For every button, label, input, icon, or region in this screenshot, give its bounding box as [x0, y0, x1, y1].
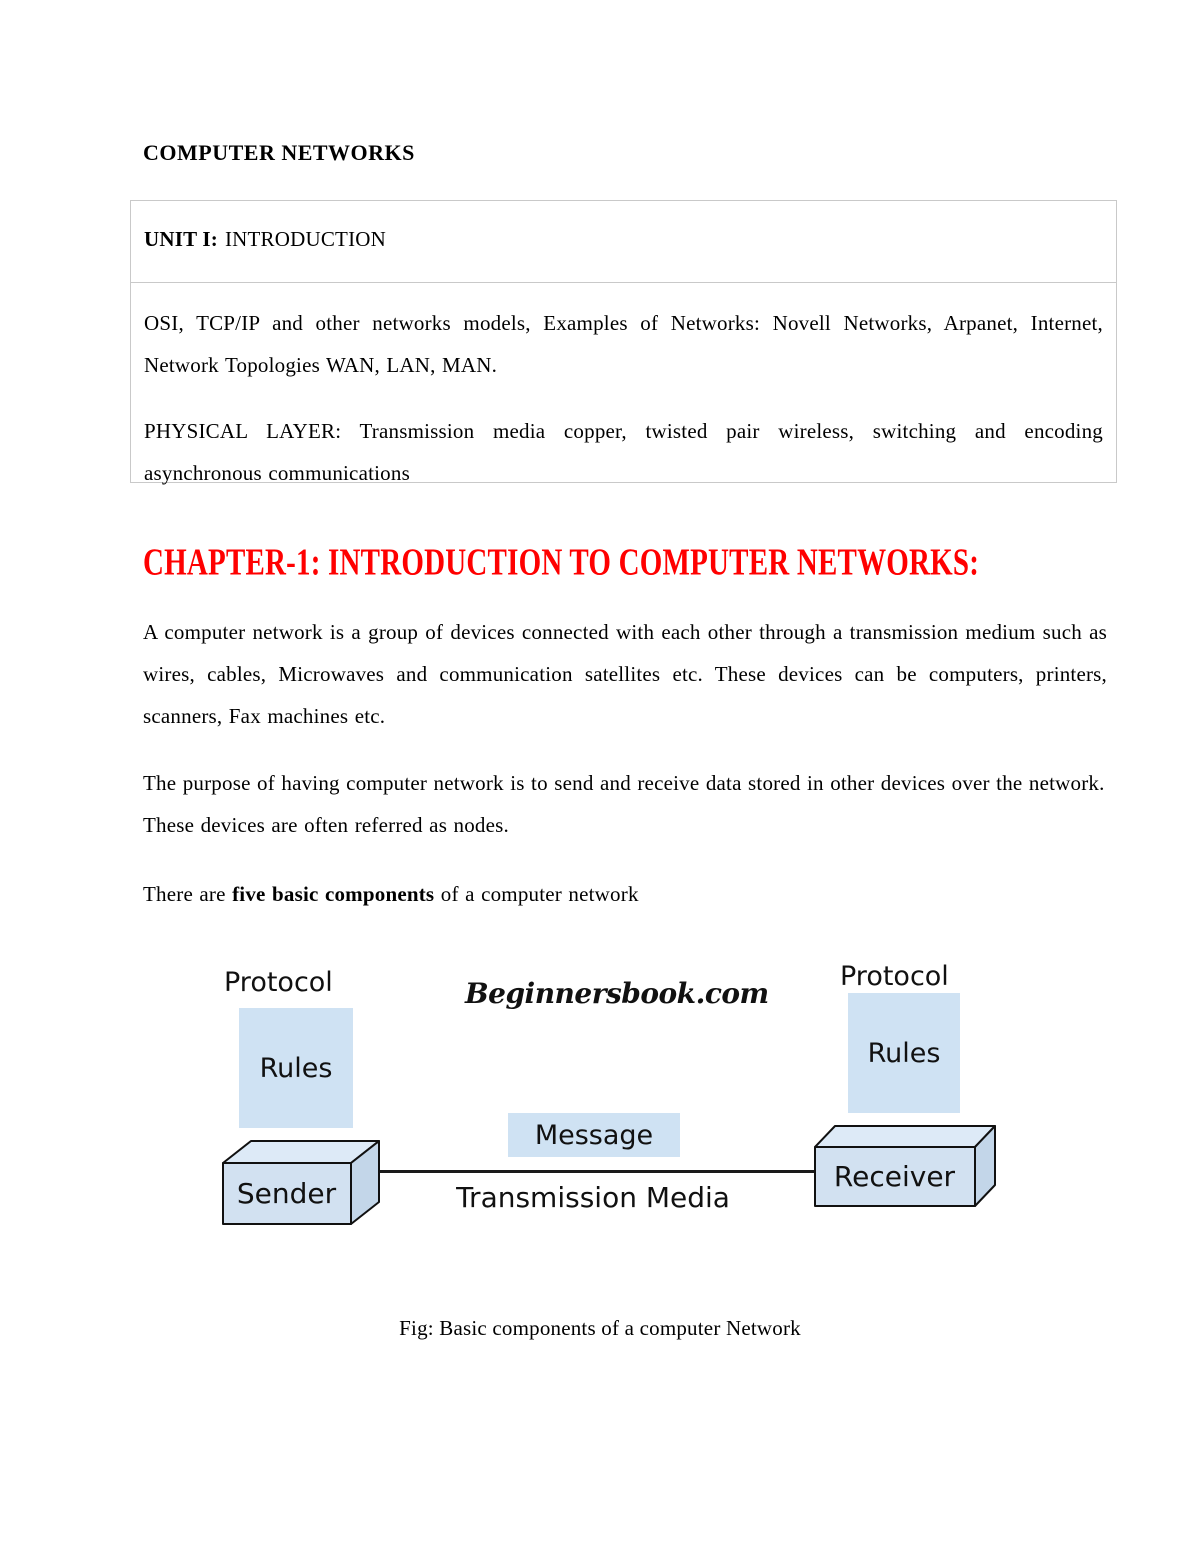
message-box: Message	[508, 1113, 680, 1157]
unit-topics-paragraph: OSI, TCP/IP and other networks models, E…	[144, 311, 1103, 377]
rules-label-left: Rules	[259, 1052, 333, 1084]
intro-paragraph: A computer network is a group of devices…	[143, 620, 1107, 728]
rules-box-left: Rules	[239, 1008, 353, 1128]
sender-label: Sender	[236, 1176, 337, 1210]
receiver-cuboid-graphic	[814, 1125, 996, 1207]
unit-label: UNIT I:	[144, 227, 218, 251]
beginnersbook-watermark: Beginnersbook.com	[465, 977, 769, 1010]
sender-cuboid-graphic	[222, 1140, 380, 1225]
unit-title: INTRODUCTION	[224, 227, 387, 251]
network-diagram: Protocol Rules Beginnersbook.com Protoco…	[180, 955, 1040, 1285]
unit-table: UNIT I:INTRODUCTION OSI, TCP/IP and othe…	[130, 200, 1117, 485]
receiver-label: Receiver	[833, 1159, 956, 1193]
protocol-label-right: Protocol	[840, 961, 949, 992]
components-line-suffix: of a computer network	[434, 882, 639, 906]
figure-caption: Fig: Basic components of a computer Netw…	[399, 1316, 801, 1340]
document-title: COMPUTER NETWORKS	[143, 140, 415, 165]
chapter-heading: CHAPTER-1: INTRODUCTION TO COMPUTER NETW…	[143, 542, 980, 584]
message-label: Message	[534, 1119, 654, 1151]
unit-heading-row: UNIT I:INTRODUCTION	[130, 200, 1117, 283]
transmission-media-label: Transmission Media	[456, 1181, 730, 1214]
receiver-node: Receiver	[814, 1125, 996, 1207]
purpose-paragraph: The purpose of having computer network i…	[143, 771, 1105, 837]
unit-physical-layer-paragraph: PHYSICAL LAYER: Transmission media coppe…	[144, 419, 1103, 485]
transmission-line	[373, 1170, 814, 1173]
rules-box-right: Rules	[848, 993, 960, 1113]
components-line: There are five basic components of a com…	[143, 873, 1107, 915]
components-line-prefix: There are	[143, 882, 233, 906]
components-line-bold: five basic components	[232, 882, 435, 906]
sender-node: Sender	[222, 1140, 380, 1225]
rules-label-right: Rules	[867, 1037, 941, 1069]
unit-content-row: OSI, TCP/IP and other networks models, E…	[130, 283, 1117, 485]
protocol-label-left: Protocol	[224, 967, 333, 998]
